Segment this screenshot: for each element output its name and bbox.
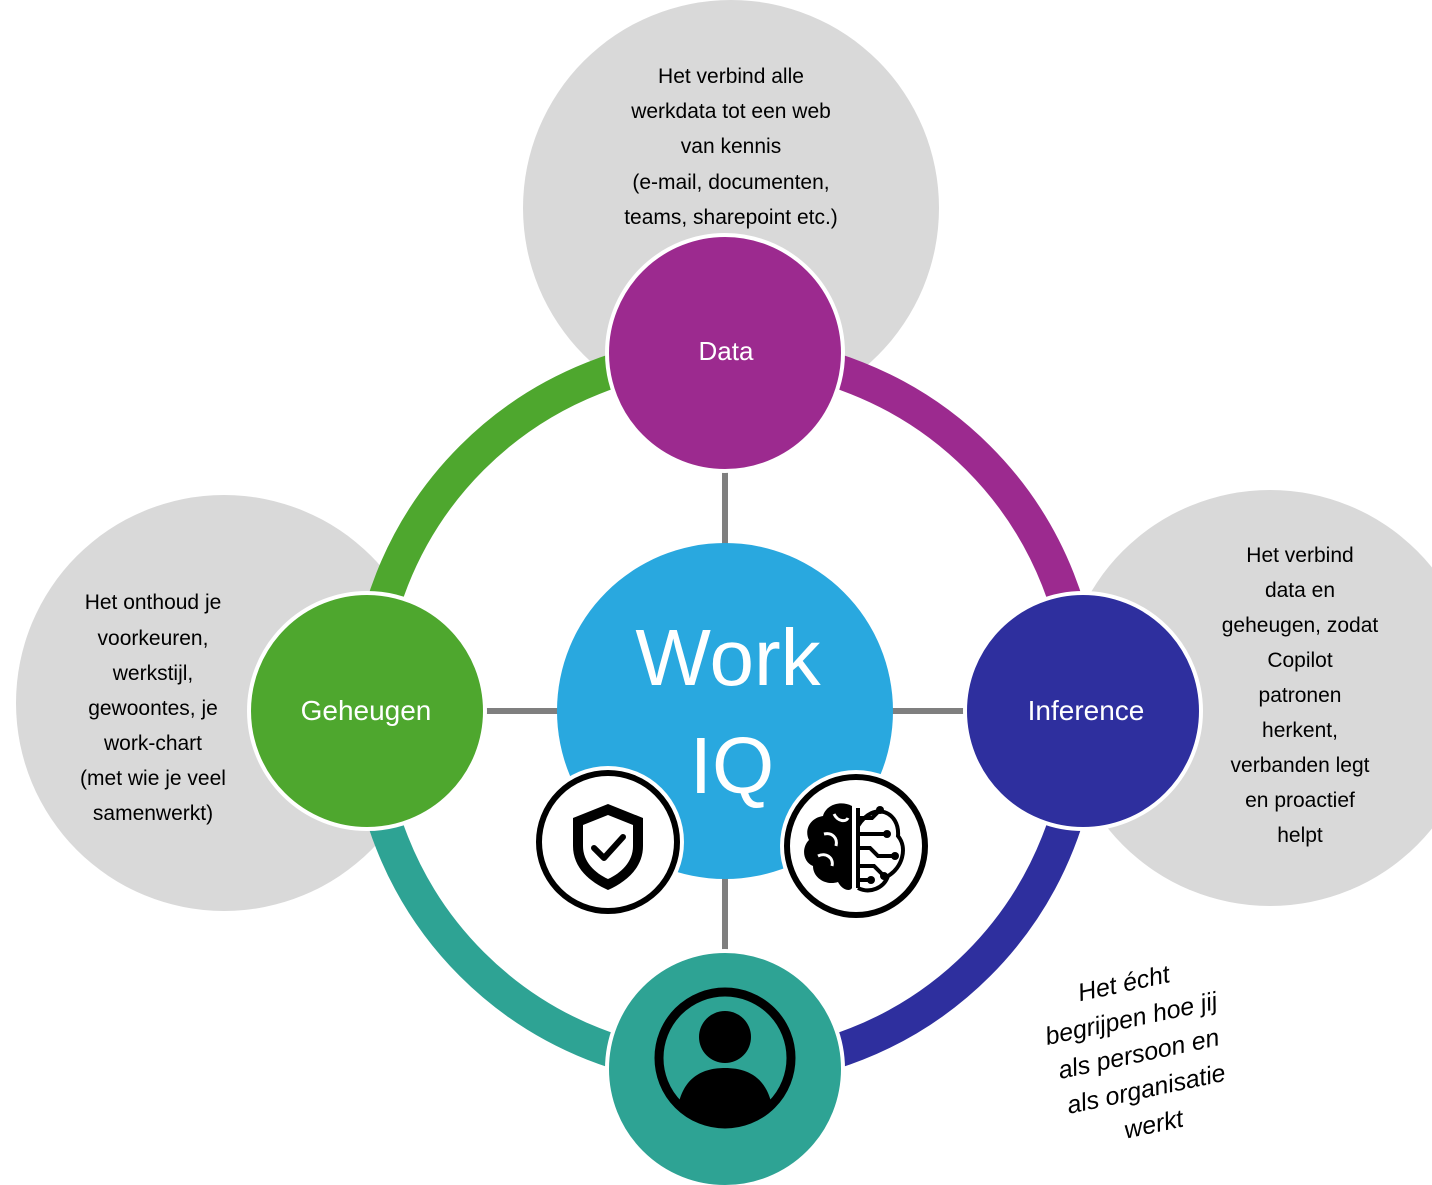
data-description-line: werkdata tot een web: [630, 100, 831, 123]
brain-circuit-icon: [780, 770, 932, 922]
data-node: [605, 233, 845, 473]
geheugen-description-line: samenwerkt): [93, 802, 213, 825]
inference-description: Het verbind data en geheugen, zodat Copi…: [1222, 544, 1379, 847]
inference-node-label: Inference: [1028, 695, 1145, 726]
inference-description-line: verbanden legt: [1231, 754, 1370, 777]
inference-description-line: Het verbind: [1246, 544, 1353, 567]
data-description-line: Het verbind alle: [658, 65, 804, 88]
inference-description-line: geheugen, zodat: [1222, 614, 1379, 637]
data-node-label: Data: [699, 336, 754, 366]
data-description-line: van kennis: [681, 135, 781, 158]
geheugen-description-line: Het onthoud je: [85, 591, 222, 614]
annotation-line: werkt: [1122, 1104, 1187, 1144]
inference-description-line: data en: [1265, 579, 1335, 602]
inference-node: [963, 591, 1203, 831]
inference-description-line: helpt: [1277, 824, 1323, 847]
center-title-line-1: Work: [635, 613, 821, 702]
inference-description-line: en proactief: [1245, 789, 1355, 812]
geheugen-description-line: (met wie je veel: [80, 767, 226, 790]
geheugen-description-line: voorkeuren,: [98, 627, 209, 650]
geheugen-description-line: work-chart: [103, 732, 202, 755]
inference-description-line: patronen: [1259, 684, 1342, 707]
geheugen-description-line: gewoontes, je: [88, 697, 218, 720]
data-description: Het verbind alle werkdata tot een web va…: [624, 65, 838, 229]
inference-description-line: Copilot: [1267, 649, 1333, 672]
center-title-line-2: IQ: [690, 721, 774, 810]
annotation: Het écht begrijpen hoe jij als persoon e…: [1043, 960, 1228, 1144]
geheugen-node-label: Geheugen: [301, 695, 432, 726]
geheugen-node: [247, 591, 487, 831]
inference-description-line: herkent,: [1262, 719, 1338, 742]
geheugen-description-line: werkstijl,: [112, 662, 194, 685]
shield-check-icon: [532, 766, 684, 918]
data-description-line: (e-mail, documenten,: [632, 171, 829, 194]
geheugen-description: Het onthoud je voorkeuren, werkstijl, ge…: [80, 591, 226, 825]
person-icon: [654, 987, 796, 1129]
data-description-line: teams, sharepoint etc.): [624, 206, 838, 229]
